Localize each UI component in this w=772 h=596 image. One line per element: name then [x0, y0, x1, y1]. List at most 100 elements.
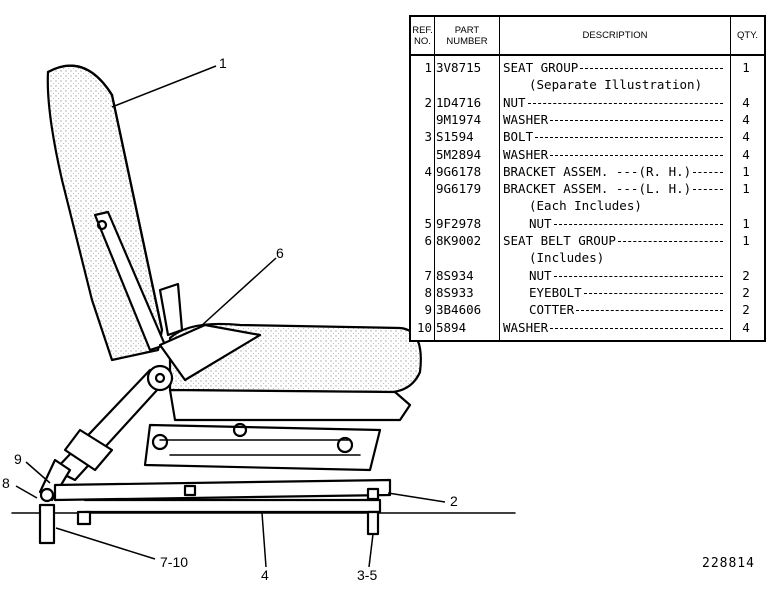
qty-cell: 4	[742, 111, 750, 127]
part-number-cell: 8S933	[436, 284, 474, 300]
header-description: DESCRIPTION	[582, 30, 648, 41]
part-number-cell: 5894	[436, 319, 467, 335]
callout-4: 4	[261, 567, 269, 583]
part-number-cell: 9F2978	[436, 215, 482, 231]
ref-no-cell: 6	[424, 233, 432, 248]
qty-cell: 4	[742, 146, 750, 162]
ref-no-cell: 1	[424, 60, 432, 75]
table-row: 5M2894 WASHER 4	[411, 146, 764, 163]
qty-cell: 2	[742, 284, 750, 300]
description-cell: NUT	[529, 267, 552, 283]
qty-cell: 4	[742, 94, 750, 110]
table-row: (Separate Illustration)	[411, 76, 764, 93]
table-row: 6 8K9002 SEAT BELT GROUP 1	[411, 232, 764, 249]
dot-leader	[550, 119, 723, 121]
header-ref-no: REF. NO.	[412, 24, 433, 47]
column-divider	[730, 17, 731, 340]
dot-leader	[550, 154, 723, 156]
description-cell: WASHER	[503, 319, 549, 335]
dot-leader	[554, 275, 723, 277]
dot-leader	[535, 137, 723, 139]
ref-no-cell: 8	[424, 284, 432, 300]
callout-8: 8	[2, 475, 10, 491]
part-number-cell: 3B4606	[436, 302, 482, 318]
header-part-number: PART NUMBER	[446, 24, 488, 47]
header-qty: QTY.	[737, 30, 758, 41]
ref-no-cell: 5	[424, 215, 432, 231]
part-number-cell: 9M1974	[436, 111, 482, 127]
dot-leader	[576, 310, 723, 312]
description-cell: SEAT BELT GROUP	[503, 233, 616, 248]
ref-no-cell: 9	[424, 302, 432, 318]
description-cell: (Each Includes)	[529, 198, 642, 214]
qty-cell: 4	[742, 319, 750, 335]
callout-1: 1	[219, 55, 227, 71]
dot-leader	[584, 292, 723, 294]
description-cell: (Separate Illustration)	[529, 77, 703, 93]
ref-no-cell: 3	[424, 129, 432, 145]
column-divider	[499, 17, 500, 340]
table-row: 9M1974 WASHER 4	[411, 111, 764, 128]
callout-7-10: 7-10	[160, 554, 189, 570]
dot-leader	[554, 223, 723, 225]
description-cell: WASHER	[503, 111, 549, 127]
callout-6: 6	[276, 245, 284, 261]
description-cell: BRACKET ASSEM. ---(L. H.)	[503, 181, 692, 197]
dot-leader	[618, 241, 723, 242]
description-cell: WASHER	[503, 146, 549, 162]
qty-cell: 1	[742, 233, 750, 248]
description-cell: BOLT	[503, 129, 534, 145]
table-header: REF. NO. PART NUMBER DESCRIPTION QTY.	[411, 17, 764, 56]
part-number-cell: 8S934	[436, 267, 474, 283]
table-row: 9G6179 BRACKET ASSEM. ---(L. H.) 1	[411, 180, 764, 197]
dot-leader	[693, 189, 723, 191]
description-cell: SEAT GROUP	[503, 60, 579, 75]
part-number-cell: 8K9002	[436, 233, 482, 248]
part-number-cell: 9G6179	[436, 181, 482, 197]
callout-2: 2	[450, 493, 458, 509]
description-cell: BRACKET ASSEM. ---(R. H.)	[503, 163, 692, 179]
table-row: (Includes)	[411, 249, 764, 266]
qty-cell: 1	[742, 181, 750, 197]
description-cell: NUT	[503, 94, 526, 110]
figure-number: 228814	[702, 556, 755, 571]
table-row: (Each Includes)	[411, 197, 764, 214]
qty-cell: 4	[742, 129, 750, 145]
ref-no-cell: 4	[424, 163, 432, 179]
table-row: 1 3V8715 SEAT GROUP 1	[411, 59, 764, 76]
part-number-cell: 5M2894	[436, 146, 482, 162]
ref-no-cell: 7	[424, 267, 432, 283]
qty-cell: 1	[742, 215, 750, 231]
qty-cell: 1	[742, 60, 750, 75]
qty-cell: 2	[742, 302, 750, 318]
part-number-cell: 9G6178	[436, 163, 482, 179]
dot-leader	[580, 68, 723, 69]
column-divider	[434, 17, 435, 340]
part-number-cell: 3V8715	[436, 60, 482, 75]
dot-leader	[693, 171, 723, 173]
description-cell: (Includes)	[529, 250, 605, 266]
description-cell: COTTER	[529, 302, 575, 318]
qty-cell: 1	[742, 163, 750, 179]
callout-3-5: 3-5	[357, 567, 378, 583]
ref-no-cell: 10	[416, 319, 432, 335]
ref-no-cell: 2	[424, 94, 432, 110]
dot-leader	[550, 327, 723, 329]
callout-9: 9	[14, 451, 22, 467]
description-cell: EYEBOLT	[529, 284, 582, 300]
dot-leader	[528, 102, 723, 104]
qty-cell: 2	[742, 267, 750, 283]
description-cell: NUT	[529, 215, 552, 231]
part-number-cell: 1D4716	[436, 94, 482, 110]
part-number-cell: S1594	[436, 129, 474, 145]
